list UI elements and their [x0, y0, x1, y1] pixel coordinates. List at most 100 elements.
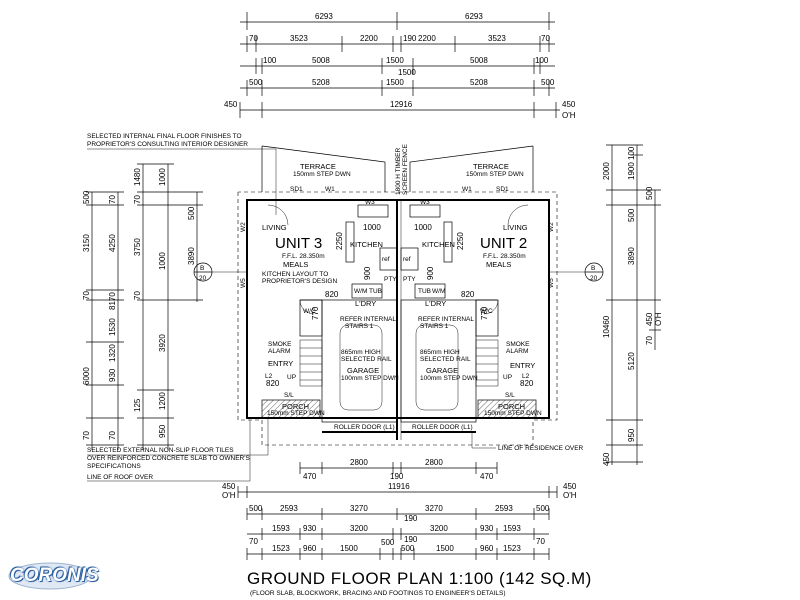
unit-3-title: UNIT 3	[275, 235, 322, 252]
svg-text:470: 470	[480, 472, 494, 481]
right-dimensions: 2000 10460 450 1900 3890 5120 950 100 50…	[602, 144, 663, 466]
svg-text:150mm STEP DWN: 150mm STEP DWN	[267, 410, 325, 417]
svg-text:450: 450	[645, 312, 654, 326]
svg-text:4250: 4250	[108, 234, 117, 252]
svg-text:3270: 3270	[350, 504, 368, 513]
svg-text:770: 770	[311, 306, 320, 320]
left-dimensions: 3150 6000 8170 4250 1530 1320 930 3750 3…	[82, 163, 203, 450]
svg-text:TUB: TUB	[369, 288, 382, 295]
svg-text:3200: 3200	[430, 524, 448, 533]
svg-text:3890: 3890	[627, 247, 636, 265]
svg-text:MEALS: MEALS	[283, 260, 308, 269]
svg-text:OVER REINFORCED CONCRETE SLAB: OVER REINFORCED CONCRETE SLAB TO OWNER'S	[87, 455, 250, 462]
svg-text:3920: 3920	[158, 334, 167, 352]
svg-text:950: 950	[627, 428, 636, 442]
svg-text:W1: W1	[462, 186, 472, 193]
svg-text:1500: 1500	[340, 544, 358, 553]
svg-text:1000: 1000	[158, 168, 167, 186]
svg-text:1530: 1530	[108, 318, 117, 336]
svg-text:500: 500	[401, 544, 415, 553]
svg-text:3150: 3150	[82, 234, 91, 252]
svg-text:B: B	[591, 265, 595, 272]
svg-text:PTY: PTY	[403, 276, 416, 283]
svg-text:100mm STEP DWN: 100mm STEP DWN	[341, 375, 399, 382]
svg-text:W5: W5	[548, 278, 555, 288]
logo-text: CORONIS	[10, 565, 99, 586]
svg-text:190: 190	[390, 472, 404, 481]
svg-text:770: 770	[480, 306, 489, 320]
svg-text:W2: W2	[548, 222, 555, 232]
svg-text:REFER INTERNAL: REFER INTERNAL	[340, 316, 396, 323]
svg-text:150mm STEP DWN: 150mm STEP DWN	[293, 171, 351, 178]
svg-text:GARAGE: GARAGE	[426, 366, 458, 375]
svg-text:KITCHEN LAYOUT TO: KITCHEN LAYOUT TO	[262, 271, 328, 278]
note-roof: LINE OF ROOF OVER	[87, 474, 153, 481]
svg-text:820: 820	[266, 379, 280, 388]
svg-text:L2: L2	[265, 373, 273, 380]
svg-text:150mm STEP DWN: 150mm STEP DWN	[484, 410, 542, 417]
svg-text:70: 70	[108, 431, 117, 440]
svg-text:70: 70	[133, 195, 142, 204]
svg-text:W/C: W/C	[303, 308, 316, 315]
building	[193, 145, 604, 446]
bottom-dimensions: 450 O'H 11916 450 O'H 500 2593 3270 3270…	[222, 482, 577, 560]
svg-text:O'H: O'H	[654, 312, 663, 326]
svg-text:2800: 2800	[425, 458, 443, 467]
note-tiles: SELECTED EXTERNAL NON-SLIP FLOOR TILES O…	[87, 418, 269, 482]
dim-top-5c: 450	[562, 100, 576, 109]
svg-text:70: 70	[536, 537, 545, 546]
svg-text:1500: 1500	[436, 544, 454, 553]
svg-text:820: 820	[520, 379, 534, 388]
svg-text:100mm STEP DWN: 100mm STEP DWN	[420, 375, 478, 382]
svg-text:W3: W3	[420, 199, 430, 206]
dim-top-4d: 5208	[470, 78, 488, 87]
svg-text:PORCH: PORCH	[282, 402, 309, 411]
svg-text:70: 70	[82, 431, 91, 440]
top-dimensions: 6293 6293 70 3523 2200 190 2200 3523 70 …	[224, 12, 576, 120]
svg-text:70: 70	[249, 537, 258, 546]
svg-text:2593: 2593	[280, 504, 298, 513]
svg-text:L'DRY: L'DRY	[355, 299, 376, 308]
svg-text:70: 70	[108, 195, 117, 204]
svg-text:SD1: SD1	[290, 186, 303, 193]
svg-text:1200: 1200	[158, 392, 167, 410]
svg-text:2000: 2000	[602, 162, 611, 180]
dim-top-2c: 2200	[360, 34, 378, 43]
svg-text:500: 500	[536, 504, 550, 513]
svg-text:LIVING: LIVING	[503, 223, 528, 232]
dim-top-2d: 190	[403, 34, 417, 43]
dim-top-4c: 1500	[386, 78, 404, 87]
plan-subtitle: (FLOOR SLAB, BLOCKWORK, BRACING AND FOOT…	[250, 590, 506, 597]
svg-text:REFER INTERNAL: REFER INTERNAL	[418, 316, 474, 323]
svg-text:865mm HIGH: 865mm HIGH	[420, 349, 460, 356]
svg-text:SCREEN FENCE: SCREEN FENCE	[402, 143, 409, 195]
svg-text:L'DRY: L'DRY	[425, 299, 446, 308]
svg-text:STAIRS 1: STAIRS 1	[345, 323, 374, 330]
svg-text:SMOKE: SMOKE	[268, 341, 292, 348]
svg-text:F.F.L. 28.350m: F.F.L. 28.350m	[483, 253, 526, 260]
svg-text:W3: W3	[365, 199, 375, 206]
coronis-logo	[8, 562, 92, 590]
svg-text:B: B	[200, 265, 204, 272]
dim-top-4a: 500	[249, 78, 263, 87]
svg-text:3890: 3890	[187, 247, 196, 265]
note-residence: LINE OF RESIDENCE OVER	[471, 432, 584, 452]
svg-text:KITCHEN: KITCHEN	[350, 240, 383, 249]
svg-text:1480: 1480	[133, 168, 142, 186]
svg-text:950: 950	[158, 424, 167, 438]
svg-text:8170: 8170	[108, 292, 117, 310]
svg-text:STAIRS 1: STAIRS 1	[420, 323, 449, 330]
garage-dimensions: 470 2800 190 2800 470	[299, 458, 498, 481]
dim-top-2b: 3523	[290, 34, 308, 43]
svg-text:W5: W5	[240, 278, 247, 288]
svg-text:20: 20	[590, 275, 598, 282]
dim-top-5a: 450	[224, 100, 238, 109]
dim-top-4e: 500	[541, 78, 555, 87]
unit-3: TERRACE 150mm STEP DWN SD1 W3 W1 LIVING …	[199, 162, 399, 431]
svg-text:3200: 3200	[350, 524, 368, 533]
svg-text:3270: 3270	[425, 504, 443, 513]
svg-text:960: 960	[480, 544, 494, 553]
svg-text:SPECIFICATIONS: SPECIFICATIONS	[87, 463, 141, 470]
